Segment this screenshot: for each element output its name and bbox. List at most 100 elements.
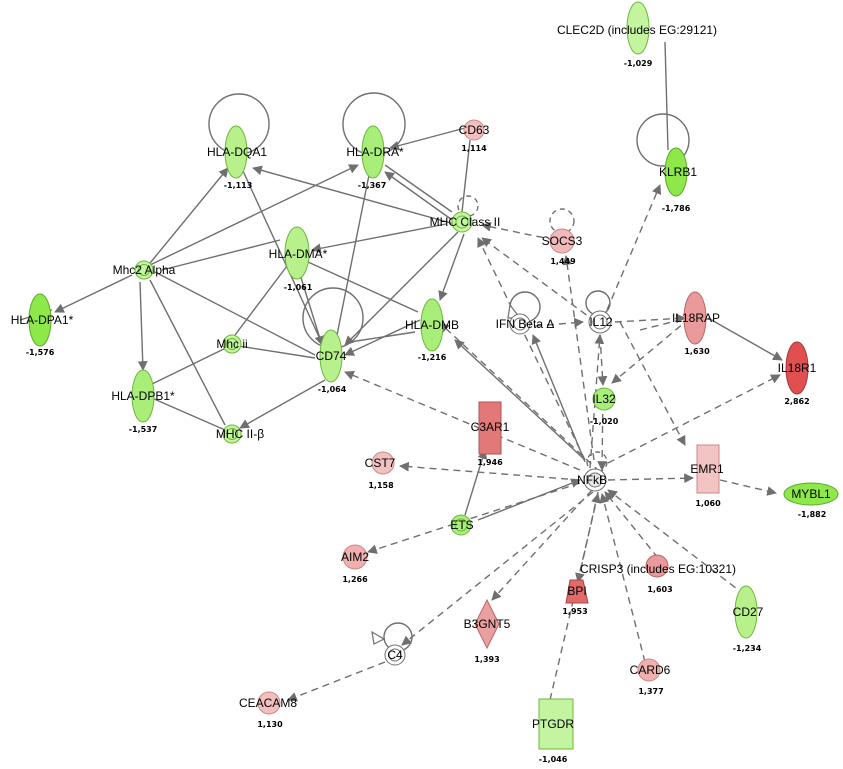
node-label: MHC II-β [216, 427, 264, 441]
edge [384, 164, 453, 213]
edge [461, 139, 471, 213]
node-hla-dmb[interactable]: HLA-DMB -1,216 [405, 298, 459, 362]
edge [231, 344, 316, 359]
node-label: IL32 [592, 392, 616, 406]
node-cst7[interactable]: CST7 1,158 [365, 451, 396, 490]
edge [607, 374, 781, 464]
node-mybl1[interactable]: MYBL1 -1,882 [783, 482, 839, 519]
edge [439, 322, 601, 473]
node-value: -1,537 [129, 425, 158, 434]
node-cd63[interactable]: CD63 1,114 [459, 119, 490, 153]
node-value: 1,266 [342, 575, 368, 584]
node-label: IFN Beta Δ [496, 317, 555, 331]
node-mhc-class-ii[interactable]: MHC Class II [430, 211, 501, 233]
node-value: -1,061 [284, 283, 313, 292]
node-klrb1[interactable]: KLRB1 -1,786 [659, 147, 697, 213]
node-label: IL12 [589, 315, 613, 329]
node-ets[interactable]: ETS [450, 514, 474, 536]
node-b3gnt5[interactable]: B3GNT5 1,393 [464, 598, 511, 664]
node-ifn-beta[interactable]: IFN Beta Δ [496, 313, 555, 335]
node-il18r1[interactable]: IL18R1 2,862 [778, 341, 817, 406]
edge [147, 164, 359, 267]
node-label: HLA-DPB1* [111, 389, 175, 403]
node-bpi[interactable]: BPI 1,953 [562, 579, 589, 616]
node-hla-dma[interactable]: HLA-DMA* -1,061 [269, 226, 328, 292]
node-aim2[interactable]: AIM2 1,266 [341, 544, 369, 584]
node-hla-dpa1[interactable]: HLA-DPA1* -1,576 [11, 293, 74, 357]
edge [161, 239, 281, 271]
node-value: 1,946 [477, 458, 503, 467]
node-value: 1,393 [474, 655, 499, 664]
edge [401, 491, 594, 646]
node-label: CD27 [733, 605, 764, 619]
edge [389, 127, 466, 151]
node-label: AIM2 [341, 550, 369, 564]
edge [464, 449, 488, 516]
edge [144, 394, 226, 431]
edge [719, 479, 777, 496]
edge [607, 473, 694, 484]
node-label: HLA-DMA* [269, 247, 328, 261]
edge [367, 482, 581, 554]
node-value: -1,020 [590, 417, 619, 426]
node-label: Mhc ii [216, 337, 247, 351]
node-value: -1,576 [26, 348, 55, 357]
node-value: 2,862 [784, 397, 809, 406]
node-clec2d[interactable]: CLEC2D (includes EG:29121) -1,029 [557, 1, 717, 68]
node-label: Mhc2 Alpha [113, 263, 176, 277]
node-hla-dpb1[interactable]: HLA-DPB1* -1,537 [111, 369, 175, 434]
node-value: 1,377 [638, 687, 663, 696]
node-cd27[interactable]: CD27 -1,234 [733, 585, 764, 653]
node-label: CST7 [365, 456, 396, 470]
edge [562, 255, 595, 461]
node-label: MYBL1 [791, 487, 831, 501]
node-ceacam8[interactable]: CEACAM8 1,130 [239, 691, 297, 729]
node-value: -1,046 [539, 755, 568, 764]
node-crisp3[interactable]: CRISP3 (includes EG:10321) 1,603 [580, 554, 736, 594]
edge [145, 167, 229, 269]
node-label: EMR1 [690, 462, 724, 476]
edge [599, 493, 646, 663]
edge [384, 171, 456, 223]
node-label: NFkB [577, 473, 607, 487]
node-c3ar1[interactable]: C3AR1 1,946 [471, 401, 510, 467]
node-label: HLA-DRA* [346, 145, 404, 159]
node-il18rap[interactable]: IL18RAP 1,630 [672, 291, 720, 356]
node-c4[interactable]: C4 [384, 644, 406, 666]
node-mhc-ii[interactable]: Mhc ii [216, 334, 248, 354]
node-value: -1,786 [662, 204, 691, 213]
node-mhc-ii-beta[interactable]: MHC II-β [216, 424, 264, 444]
edge [606, 184, 662, 311]
node-label: CD74 [316, 349, 347, 363]
edge [297, 267, 325, 346]
node-label: CLEC2D (includes EG:29121) [557, 23, 717, 37]
node-card6[interactable]: CARD6 1,377 [630, 658, 671, 696]
node-value: 1,953 [562, 607, 587, 616]
node-label: SOCS3 [542, 234, 583, 248]
edge [349, 331, 416, 343]
edge [481, 237, 597, 323]
nodes: HLA-DQA1 -1,113 HLA-DRA* -1,367 CD63 1,1… [11, 1, 839, 764]
node-label: ETS [450, 518, 473, 532]
node-label: PTGDR [532, 717, 574, 731]
node-value: -1,882 [798, 510, 827, 519]
node-cd74[interactable]: CD74 -1,064 [316, 329, 347, 394]
node-socs3[interactable]: SOCS3 1,449 [542, 228, 583, 266]
node-il12[interactable]: IL12 [588, 310, 613, 334]
node-label: KLRB1 [659, 165, 697, 179]
node-hla-dqa1[interactable]: HLA-DQA1 -1,113 [207, 125, 267, 190]
node-hla-dra[interactable]: HLA-DRA* -1,367 [346, 125, 404, 190]
node-emr1[interactable]: EMR1 1,060 [690, 444, 724, 508]
edge [154, 271, 316, 356]
edges [19, 41, 783, 702]
node-value: -1,367 [358, 181, 387, 190]
node-il32[interactable]: IL32 -1,020 [590, 387, 619, 426]
node-mhc2-alpha[interactable]: Mhc2 Alpha [113, 260, 176, 280]
node-value: -1,216 [418, 353, 447, 362]
node-nfkb[interactable]: NFkB [577, 468, 607, 492]
edge [239, 379, 326, 429]
edge [604, 491, 659, 559]
edge [54, 274, 133, 313]
node-ptgdr[interactable]: PTGDR -1,046 [532, 698, 574, 764]
